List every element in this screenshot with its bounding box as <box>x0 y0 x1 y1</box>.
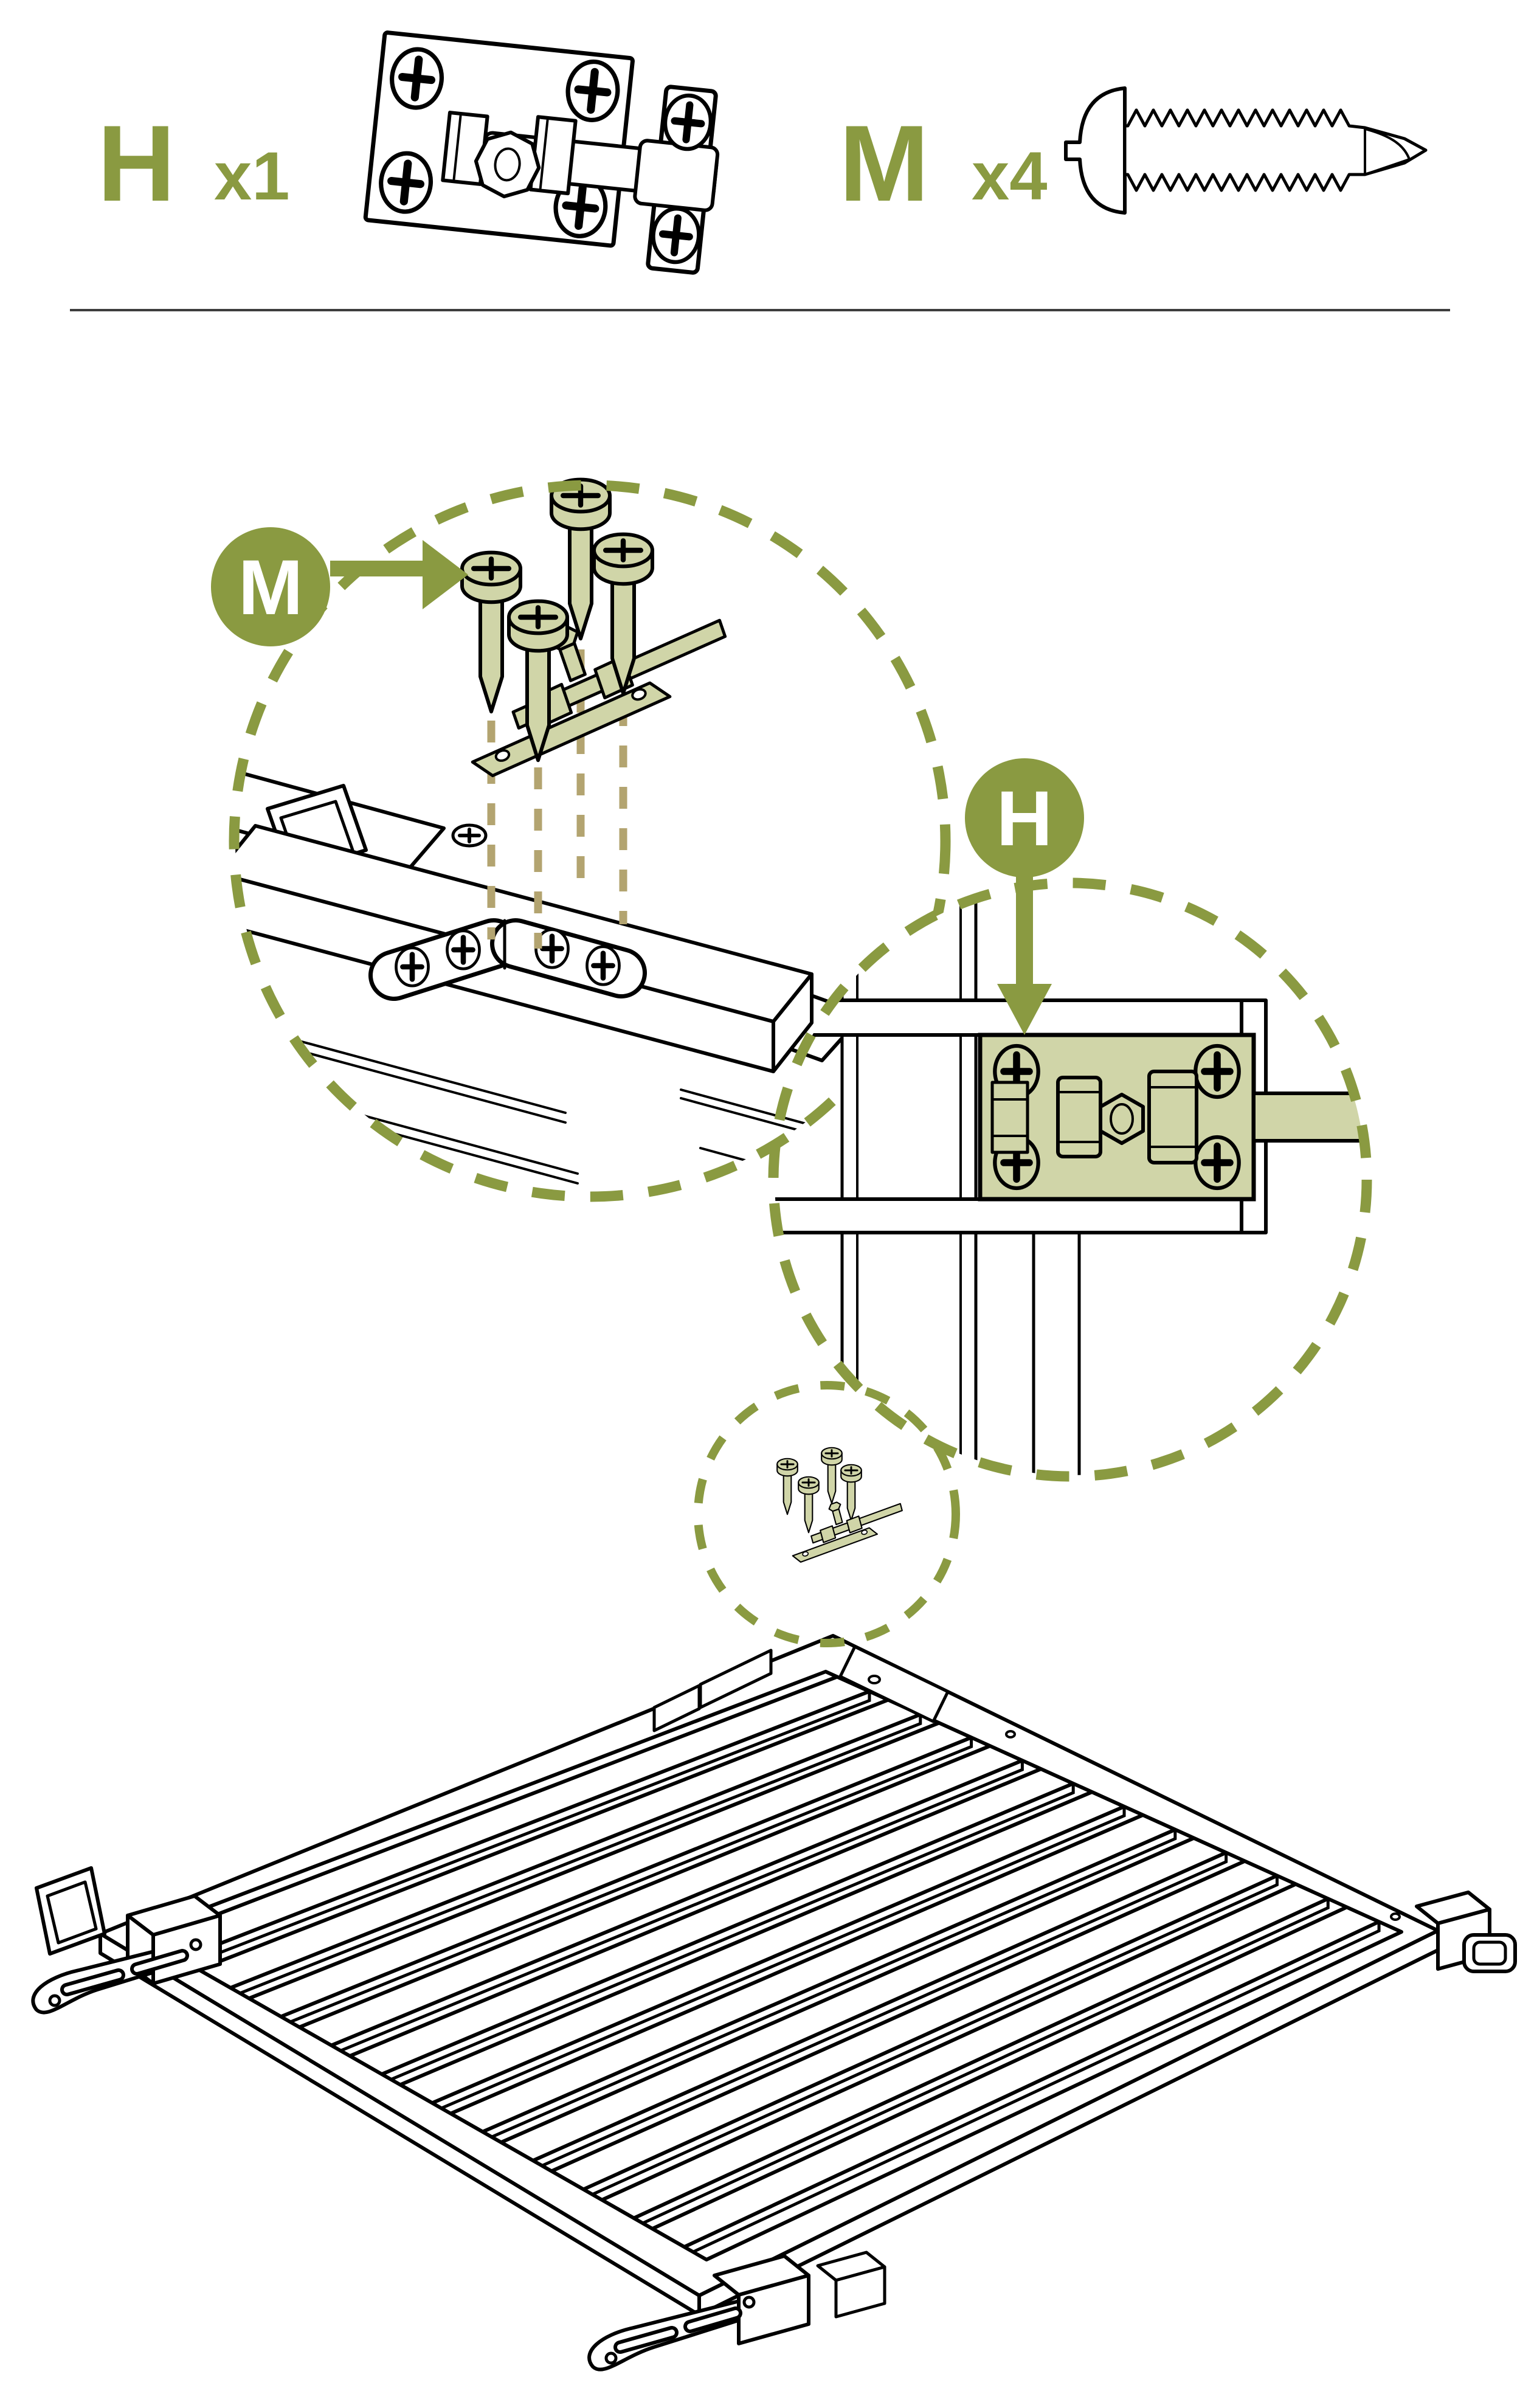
gate-panel <box>31 1634 1517 2372</box>
badge-m-letter: M <box>238 544 303 631</box>
arrow-down-icon <box>997 984 1052 1035</box>
screw-guide-lines <box>487 649 627 949</box>
latch-small <box>781 1486 909 1565</box>
arrow-m-stem <box>330 561 427 576</box>
highlight-circle <box>694 1381 960 1647</box>
barrel-bolt-latch-icon <box>363 30 720 275</box>
part-h-letter: H <box>97 103 176 224</box>
corner-cap-right <box>1390 1891 1517 1973</box>
gate-slats <box>143 1675 1384 2259</box>
callout-m: M <box>211 480 951 1202</box>
parts-header: H x1 M x4 <box>70 30 1450 311</box>
badge-h: H <box>965 758 1084 1035</box>
gate-latch-highlight <box>694 1381 960 1647</box>
hinge-left <box>31 1866 222 2015</box>
corner-bracket <box>368 918 647 1001</box>
part-h-qty: x1 <box>214 138 290 214</box>
latch-bolt-bar <box>1252 1092 1366 1143</box>
self-drilling-screw-icon <box>1064 86 1428 215</box>
part-m-qty: x4 <box>972 138 1048 214</box>
badge-m: M <box>211 527 468 646</box>
hinge-bottom <box>587 2251 886 2372</box>
installed-latch-art <box>775 884 1366 1475</box>
arrow-m-icon <box>423 540 468 609</box>
frame-junction-art <box>235 753 901 1195</box>
slat-end-lip-2 <box>652 1684 701 1732</box>
callout-h: H <box>768 758 1372 1482</box>
dashed-circle-h <box>768 877 1372 1482</box>
badge-h-letter: H <box>997 775 1052 862</box>
part-item-h: H x1 <box>97 30 720 275</box>
rail-hole <box>1005 1730 1016 1739</box>
part-item-m: M x4 <box>839 86 1428 224</box>
arrow-h-stem <box>1016 873 1033 988</box>
pad-hole <box>868 1675 881 1684</box>
dashed-circle-m <box>229 480 951 1202</box>
part-m-letter: M <box>839 103 929 224</box>
latch-mounting-pad <box>838 1645 950 1723</box>
